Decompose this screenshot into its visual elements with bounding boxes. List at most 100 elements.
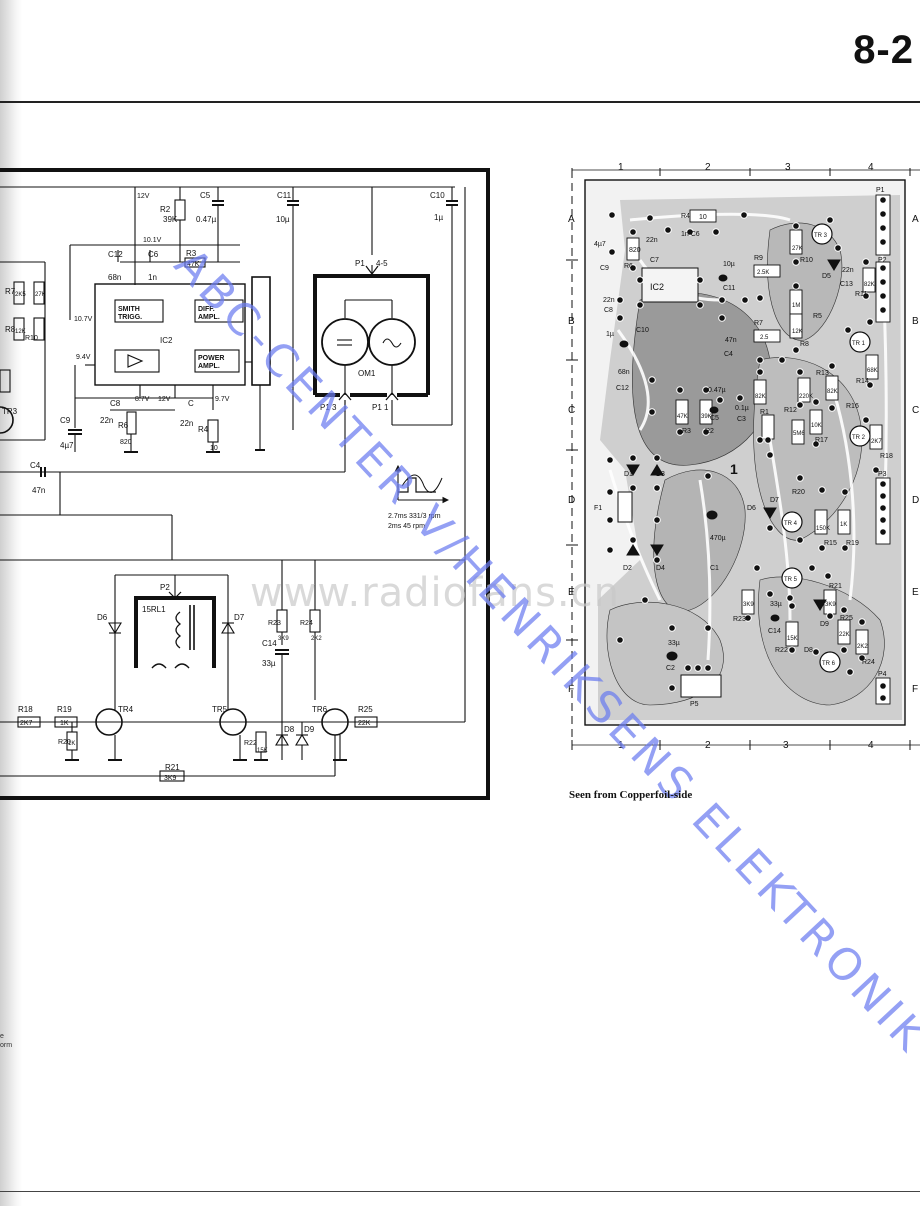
- pcb-r15-value: 150K: [816, 526, 830, 532]
- pcb-pad: [629, 264, 637, 272]
- pcb-pad: [744, 614, 752, 622]
- r6-value: 820: [120, 439, 132, 446]
- c5-value: 0.47µ: [196, 215, 217, 224]
- pcb-c6: 1n C6: [681, 231, 700, 238]
- c9-label: C9: [60, 416, 71, 425]
- pcb-pad: [792, 282, 800, 290]
- c11-value: 10µ: [276, 215, 290, 224]
- r2-value: 39K: [163, 215, 178, 224]
- pcb-pad: [792, 222, 800, 230]
- c12-value: 68n: [108, 273, 121, 282]
- pcb-p2: P2: [878, 257, 887, 264]
- pcb-r3: R3: [682, 428, 691, 435]
- ic2-smith-block: [114, 299, 164, 323]
- tr5-symbol: [219, 708, 247, 736]
- pcb-pad: [879, 504, 887, 512]
- pcb-row-b: B: [568, 316, 575, 327]
- pcb-r19-value: 1K: [840, 522, 847, 528]
- pcb-r2-value: 39K: [701, 414, 712, 420]
- pcb-pad: [629, 536, 637, 544]
- pcb-pad: [664, 226, 672, 234]
- pcb-pad: [879, 480, 887, 488]
- r25-label: R25: [358, 705, 373, 714]
- pcb-f1: F1: [594, 505, 602, 512]
- r22-label: R22: [244, 740, 257, 747]
- pcb-caption: Seen from Copperfoil-side: [569, 789, 693, 801]
- pcb-pad: [648, 376, 656, 384]
- pcb-ic2-outline: [641, 267, 699, 303]
- r4-value: 10: [210, 445, 218, 452]
- r24-value: 2K2: [311, 636, 322, 642]
- pcb-row-c: C: [568, 405, 575, 416]
- pcb-r11: R11: [855, 291, 867, 298]
- rail-10-7v-label: 10.7V: [74, 316, 93, 323]
- pcb-pad: [696, 301, 704, 309]
- pcb-r10-value: 27K: [792, 246, 803, 252]
- relay-name: 15RL1: [142, 605, 166, 614]
- c10-label: C10: [430, 191, 445, 200]
- pcb-r10: R10: [800, 257, 813, 264]
- rail-12v-b-label: 12V: [158, 396, 171, 403]
- ic2-buffer-block: [114, 349, 160, 373]
- pcb-row-f: F: [568, 684, 574, 695]
- pcb-pad: [756, 436, 764, 444]
- pcb-pad: [756, 356, 764, 364]
- pcb-c3: C3: [737, 416, 746, 423]
- motor-connector-label: P1: [355, 259, 365, 268]
- motor-name: OM1: [358, 369, 376, 378]
- top-rule: [0, 101, 920, 103]
- pcb-pad: [736, 394, 744, 402]
- motor-pin-3: P1 3: [320, 403, 337, 412]
- pcb-pad: [840, 646, 848, 654]
- margin-note-line-1: e: [0, 1033, 4, 1040]
- pcb-r6-value: 820: [629, 247, 641, 254]
- d8-label: D8: [284, 725, 295, 734]
- rail-12v-label: 12V: [137, 193, 150, 200]
- pcb-c5-value: 0.47µ: [708, 387, 726, 394]
- pcb-r3-value: 47K: [677, 414, 688, 420]
- pcb-pad: [702, 386, 710, 394]
- pcb-row-e-right: E: [912, 587, 919, 598]
- pcb-pad: [704, 664, 712, 672]
- pcb-r9: R9: [754, 255, 763, 262]
- pcb-c8-value: 22n: [603, 297, 615, 304]
- r23-value: 3K9: [278, 636, 289, 642]
- pcb-pad: [841, 544, 849, 552]
- margin-note: e orm: [0, 1032, 12, 1050]
- ic2-diff-text2: AMPL.: [198, 314, 220, 321]
- pcb-pad: [858, 618, 866, 626]
- pcb-d9: D9: [820, 621, 829, 628]
- r6-label: R6: [118, 421, 129, 430]
- r7-value: 2K5: [15, 292, 26, 298]
- pcb-pad: [879, 694, 887, 702]
- pcb-c5: C5: [710, 415, 719, 422]
- pcb-d4: D4: [656, 565, 665, 572]
- pcb-c11: C11: [723, 285, 735, 292]
- pcb-pad: [606, 546, 614, 554]
- pcb-col-4-bottom: 4: [868, 740, 874, 751]
- pcb-pad: [668, 684, 676, 692]
- pcb-pad: [818, 486, 826, 494]
- pcb-pad: [756, 368, 764, 376]
- pcb-pad: [764, 436, 772, 444]
- rail-9-4v-label: 9.4V: [76, 354, 91, 361]
- pcb-r8: R8: [800, 341, 809, 348]
- pcb-col-4: 4: [868, 162, 874, 173]
- pcb-d7: D7: [770, 497, 779, 504]
- pcb-c12-value: 68n: [618, 369, 630, 376]
- pcb-r5: R5: [813, 313, 822, 320]
- pcb-pad: [826, 612, 834, 620]
- margin-note-line-2: orm: [0, 1042, 13, 1049]
- pcb-row-d-right: D: [912, 495, 919, 506]
- pcb-ic2: IC2: [650, 282, 664, 292]
- page-number: 8-2: [853, 28, 914, 72]
- pcb-pad: [879, 224, 887, 232]
- pcb-tr2: TR 2: [852, 435, 866, 441]
- pcb-pad: [653, 454, 661, 462]
- pcb-r1-value: 82K: [755, 394, 766, 400]
- pcb-d5: D5: [822, 273, 831, 280]
- pcb-p4: P4: [878, 671, 887, 678]
- rail-10-1v-label: 10.1V: [143, 237, 162, 244]
- tr6-label: TR6: [312, 705, 328, 714]
- c6-label: C6: [148, 250, 159, 259]
